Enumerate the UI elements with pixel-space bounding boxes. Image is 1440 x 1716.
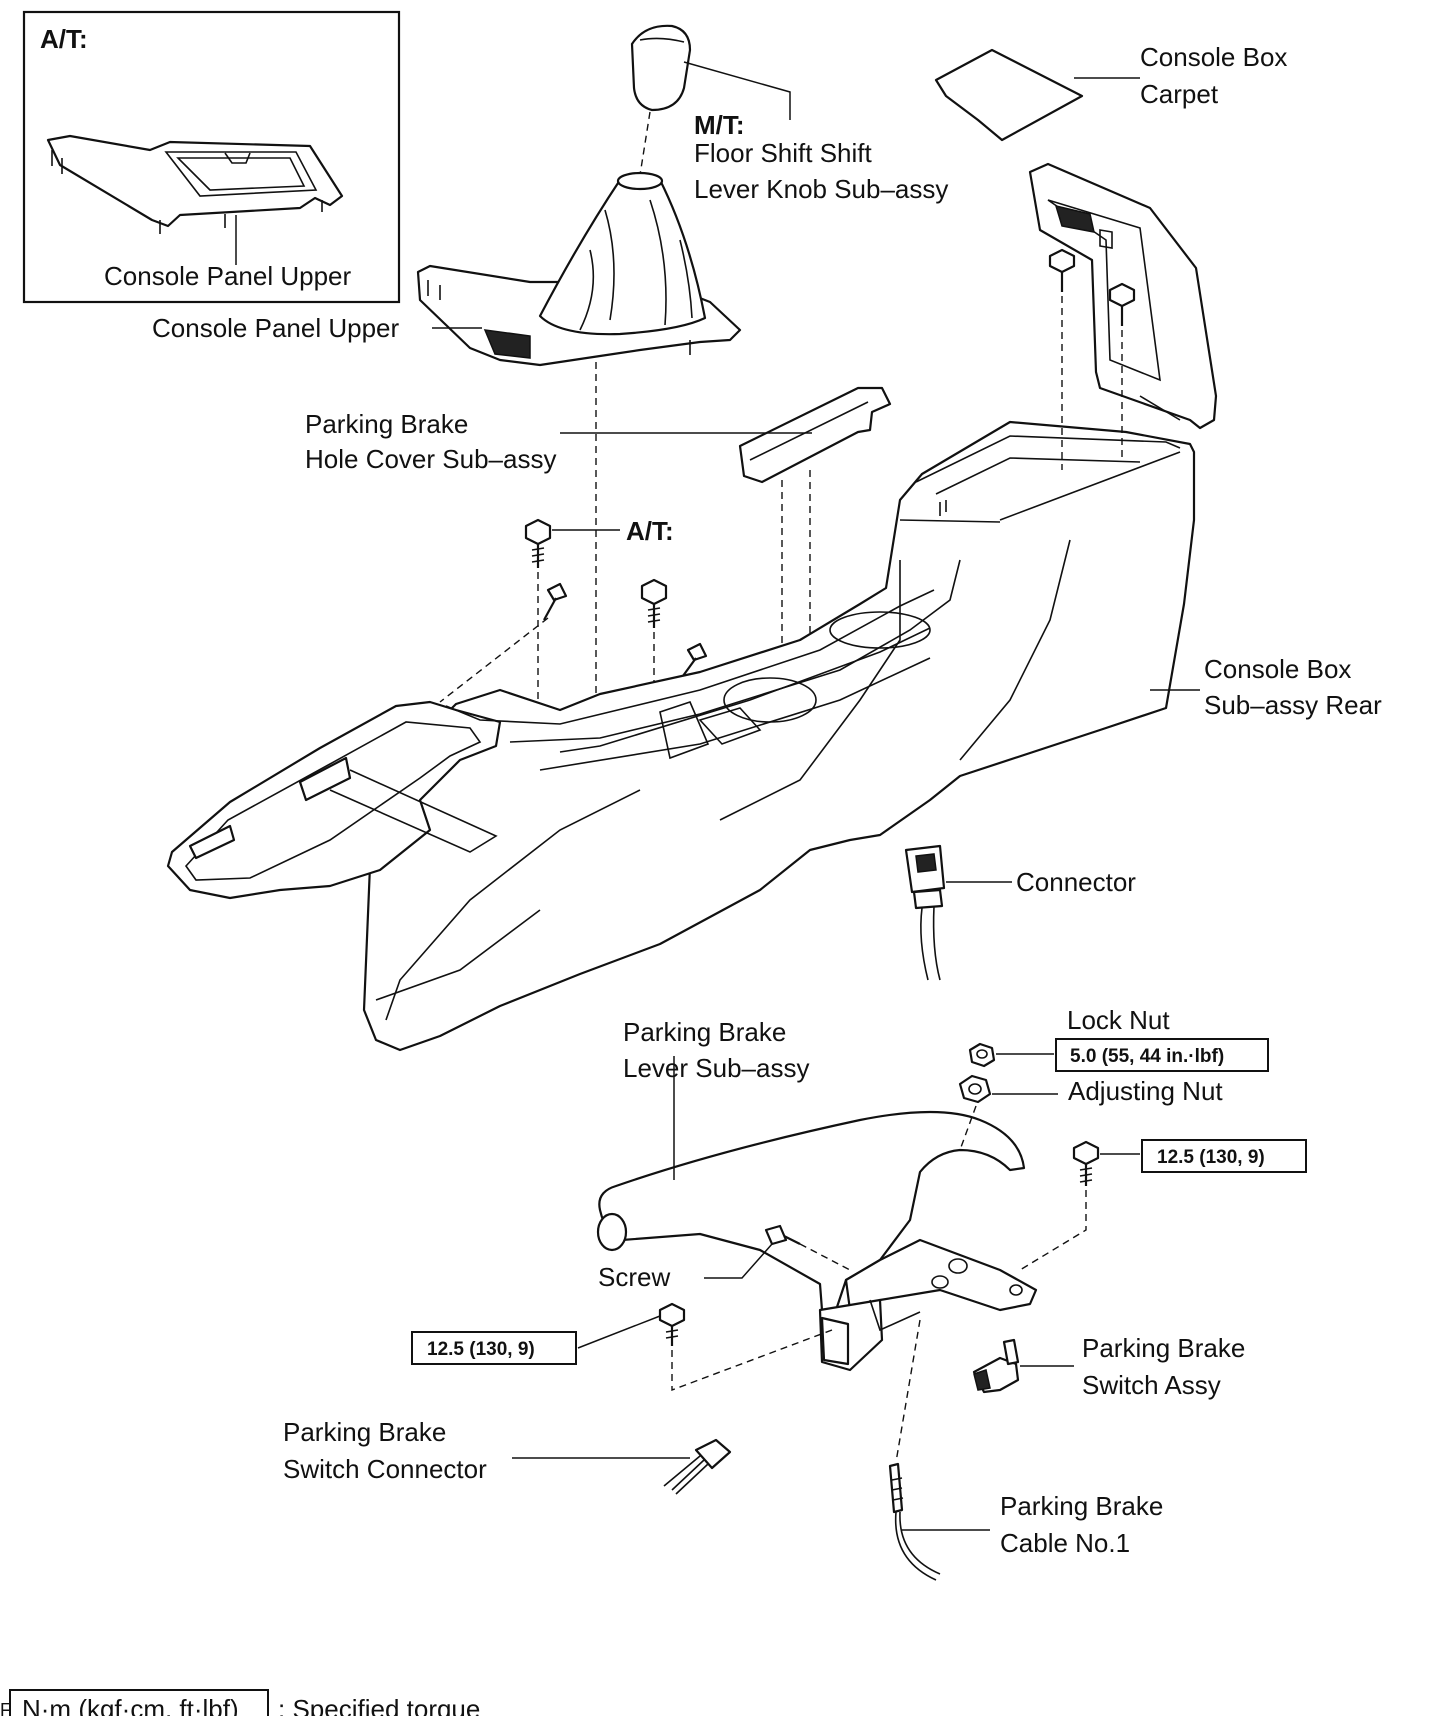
knob-label-line2: Lever Knob Sub–assy [694, 174, 948, 204]
at-bolt-left [524, 518, 552, 568]
console-rear-label-line2: Sub–assy Rear [1204, 690, 1382, 720]
parking-brake-switch-connector [663, 1438, 732, 1495]
bolt-left [658, 1302, 686, 1346]
screw-left [543, 582, 568, 621]
switch-assy-label-line2: Switch Assy [1082, 1370, 1221, 1400]
lever-label-line2: Lever Sub–assy [623, 1053, 809, 1083]
cable-label-line2: Cable No.1 [1000, 1528, 1130, 1558]
footer-mark: F [0, 1700, 11, 1716]
console-box-carpet [934, 48, 1084, 142]
legend-text: : Specified torque [278, 1694, 480, 1716]
connector-label: Connector [1016, 867, 1136, 897]
lever-label-line1: Parking Brake [623, 1017, 786, 1047]
console-panel-upper-inset-label: Console Panel Upper [104, 261, 351, 291]
torque-bolt-left: 12.5 (130, 9) [427, 1339, 535, 1360]
connector [904, 844, 946, 981]
carpet-label-line2: Carpet [1140, 79, 1219, 109]
legend-unit-text: N·m (kgf·cm, ft·lbf) [22, 1694, 239, 1716]
at-bolts-label: A/T: [626, 516, 674, 546]
screw [764, 1224, 801, 1246]
lock-nut-label: Lock Nut [1067, 1005, 1170, 1035]
torque-legend: N·m (kgf·cm, ft·lbf) : Specified torque [9, 1689, 480, 1716]
parking-brake-switch-assy [972, 1338, 1020, 1394]
torque-bolt-right: 12.5 (130, 9) [1157, 1147, 1265, 1168]
adjusting-nut-label: Adjusting Nut [1068, 1076, 1223, 1106]
console-panel-upper-label: Console Panel Upper [152, 313, 399, 343]
mt-label: M/T: [694, 110, 745, 140]
knob-label-line1: Floor Shift Shift [694, 138, 873, 168]
at-inset: A/T: Console Panel Upper [22, 10, 401, 304]
console-box-sub-assy-rear [166, 420, 1196, 1052]
adjusting-nut [958, 1074, 992, 1104]
screw-label: Screw [598, 1262, 670, 1292]
switch-assy-label-line1: Parking Brake [1082, 1333, 1245, 1363]
at-bolt-right [640, 578, 668, 628]
lid-screw-left [1048, 248, 1076, 292]
lid-screw-right [1108, 282, 1136, 326]
torque-box-lock-nut [1055, 1038, 1269, 1072]
shift-knob [630, 24, 692, 112]
console-rear-label-line1: Console Box [1204, 654, 1351, 684]
parking-brake-lever [596, 1110, 1038, 1372]
bolt-right [1072, 1140, 1100, 1186]
parking-brake-hole-cover [738, 386, 892, 484]
hole-cover-label-line2: Hole Cover Sub–assy [305, 444, 556, 474]
switch-connector-label-line2: Switch Connector [283, 1454, 487, 1484]
carpet-label-line1: Console Box [1140, 42, 1287, 72]
hole-cover-label-line1: Parking Brake [305, 409, 468, 439]
lock-nut [968, 1042, 996, 1068]
switch-connector-label-line1: Parking Brake [283, 1417, 446, 1447]
torque-lock-nut: 5.0 (55, 44 in.·lbf) [1070, 1046, 1224, 1067]
torque-box-bolt-right [1141, 1139, 1307, 1173]
torque-box-bolt-left [411, 1331, 577, 1365]
cable-label-line1: Parking Brake [1000, 1491, 1163, 1521]
legend-unit-box [9, 1689, 269, 1716]
console-panel-upper-at [46, 134, 344, 234]
inset-frame [22, 10, 401, 304]
console-panel-upper-mt [416, 171, 742, 367]
at-inset-label: A/T: [40, 24, 88, 54]
parking-brake-cable-no1 [888, 1462, 941, 1581]
